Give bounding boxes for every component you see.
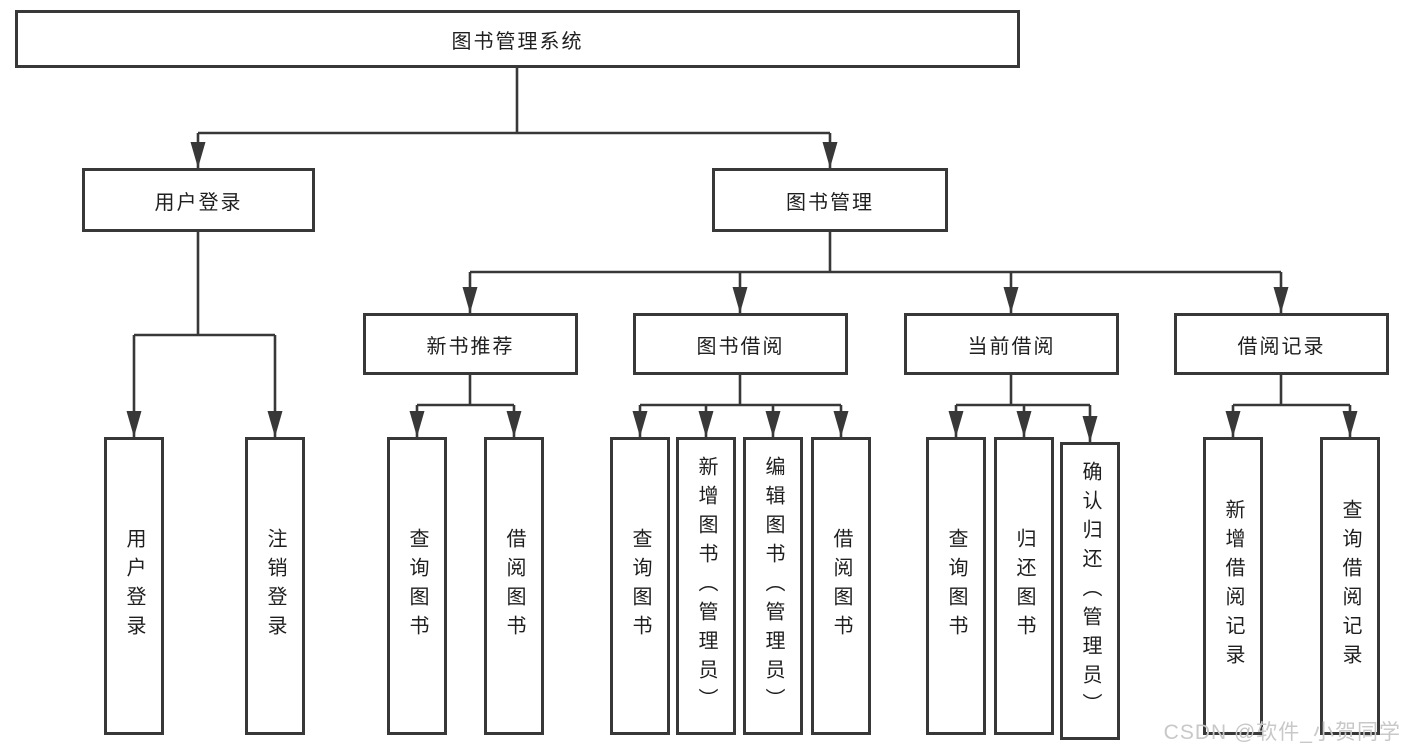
node-book-borrow: 图书借阅 [633, 313, 848, 375]
node-label: 图书管理系统 [451, 30, 584, 53]
leaf-label: 查询借阅记录 [1339, 499, 1361, 673]
leaf-label: 查询图书 [629, 528, 651, 644]
node-label: 图书借阅 [696, 335, 785, 358]
node-label: 图书管理 [786, 191, 874, 214]
leaf-borrow-book: 借阅图书 [811, 437, 871, 735]
leaf-label: 新增图书（管理员） [695, 455, 717, 717]
node-new-book-recommend: 新书推荐 [363, 313, 578, 375]
leaf-label: 注销登录 [264, 528, 286, 644]
leaf-label: 确认归还（管理员） [1079, 460, 1101, 722]
leaf-query-borrow-record: 查询借阅记录 [1320, 437, 1380, 735]
node-system-root: 图书管理系统 [15, 10, 1020, 68]
leaf-add-book-admin: 新增图书（管理员） [676, 437, 736, 735]
leaf-query-book-borrow: 查询图书 [610, 437, 670, 735]
leaf-add-borrow-record: 新增借阅记录 [1203, 437, 1263, 735]
node-user-login: 用户登录 [82, 168, 315, 232]
csdn-watermark: CSDN @软件_小贺同学 [1163, 721, 1401, 744]
leaf-query-book-current: 查询图书 [926, 437, 986, 735]
node-current-borrow: 当前借阅 [904, 313, 1119, 375]
leaf-label: 查询图书 [406, 528, 428, 644]
node-label: 用户登录 [154, 191, 243, 214]
leaf-label: 查询图书 [945, 528, 967, 644]
leaf-edit-book-admin: 编辑图书（管理员） [743, 437, 803, 735]
node-label: 新书推荐 [426, 335, 515, 358]
leaf-query-book-recommend: 查询图书 [387, 437, 447, 735]
node-book-management: 图书管理 [712, 168, 948, 232]
leaf-logout: 注销登录 [245, 437, 305, 735]
leaf-user-login: 用户登录 [104, 437, 164, 735]
leaf-return-book: 归还图书 [994, 437, 1054, 735]
leaf-confirm-return-admin: 确认归还（管理员） [1060, 442, 1120, 740]
leaf-label: 编辑图书（管理员） [762, 455, 784, 717]
leaf-label: 借阅图书 [503, 528, 525, 644]
leaf-label: 借阅图书 [830, 528, 852, 644]
node-borrow-records: 借阅记录 [1174, 313, 1389, 375]
node-label: 当前借阅 [967, 335, 1056, 358]
node-label: 借阅记录 [1237, 335, 1326, 358]
leaf-borrow-book-recommend: 借阅图书 [484, 437, 544, 735]
leaf-label: 用户登录 [123, 528, 145, 644]
leaf-label: 新增借阅记录 [1222, 499, 1244, 673]
leaf-label: 归还图书 [1013, 528, 1035, 644]
